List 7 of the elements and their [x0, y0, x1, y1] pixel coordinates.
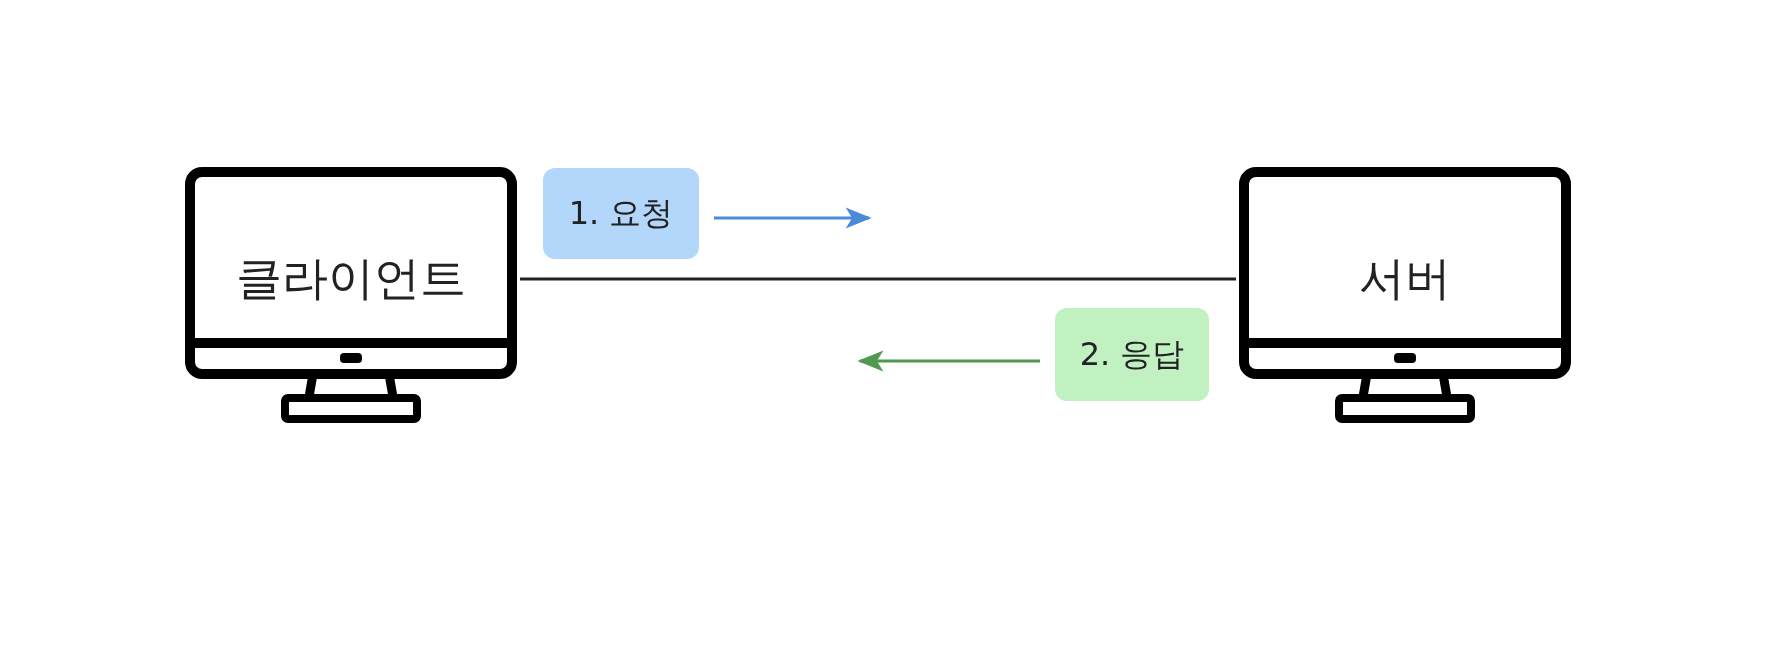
step-label: 1. 요청: [543, 168, 699, 259]
arrow: [714, 207, 872, 229]
monitor-label: 클라이언트: [236, 250, 466, 307]
step-label: 2. 응답: [1055, 308, 1209, 401]
monitor-label: 서버: [1359, 250, 1451, 307]
arrow: [857, 350, 1040, 372]
connector-line: [520, 277, 1236, 281]
